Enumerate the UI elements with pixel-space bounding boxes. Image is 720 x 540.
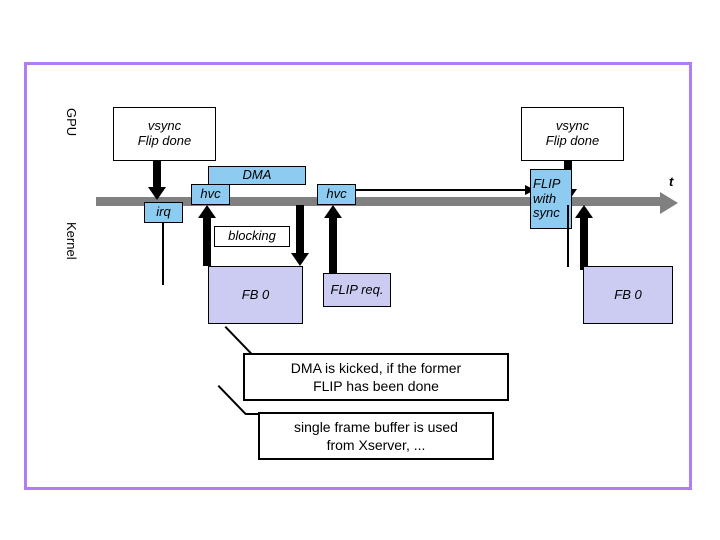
lane-label-kernel: Kernel (64, 222, 79, 260)
kernel-box-flip-req: FLIP req. (323, 273, 391, 307)
timeline-box-irq-label: irq (156, 204, 171, 220)
note-dma-line1: DMA is kicked, if the former (290, 359, 462, 376)
time-axis-bar (96, 197, 662, 206)
timeline-box-hvc-1-label: hvc (200, 186, 221, 202)
gpu-event-line1: vsync (147, 118, 182, 134)
kernel-box-fb0-right: FB 0 (583, 266, 673, 324)
timeline-box-hvc-1: hvc (191, 184, 230, 205)
arrow-hvc2-to-flip-with-sync (356, 185, 535, 195)
timeline-box-hvc-2: hvc (317, 184, 356, 205)
timeline-box-dma: DMA (208, 166, 306, 185)
lane-label-gpu: GPU (64, 108, 79, 137)
gpu-event-2-line1: vsync (555, 118, 590, 134)
kernel-box-fb0-left: FB 0 (208, 266, 303, 324)
slide-frame-border (24, 62, 692, 490)
gpu-event-box-vsync-2: vsync Flip done (521, 107, 624, 161)
kernel-box-flip-req-label: FLIP req. (330, 281, 384, 297)
flip-with-sync-line2: with (533, 190, 557, 206)
note-dma-kicked: DMA is kicked, if the former FLIP has be… (243, 353, 509, 401)
note-single-framebuffer: single frame buffer is used from Xserver… (258, 412, 494, 460)
gpu-event-box-vsync-1: vsync Flip done (113, 107, 216, 161)
gpu-event-2-line2: Flip done (545, 133, 600, 148)
note-fb-line1: single frame buffer is used (294, 418, 458, 435)
kernel-box-blocking-label: blocking (228, 228, 276, 244)
flip-with-sync-line3: sync (533, 205, 560, 221)
timeline-box-flip-with-sync: FLIP with sync (530, 169, 572, 229)
gpu-event-line2: Flip done (137, 133, 192, 148)
timeline-box-irq: irq (144, 202, 183, 223)
note-fb-line2: from Xserver, ... (326, 437, 426, 453)
kernel-box-fb0-left-label: FB 0 (241, 286, 270, 302)
time-axis-label: t (669, 174, 674, 189)
note-dma-line2: FLIP has been done (313, 378, 439, 394)
timeline-box-hvc-2-label: hvc (326, 186, 347, 202)
kernel-box-blocking: blocking (214, 226, 290, 247)
flip-with-sync-dropline (567, 205, 569, 267)
kernel-box-fb0-right-label: FB 0 (614, 286, 642, 302)
irq-dropline (162, 223, 164, 285)
timeline-box-dma-label: DMA (242, 167, 272, 183)
time-axis-arrowhead (660, 192, 678, 214)
flip-with-sync-line1: FLIP (533, 175, 561, 191)
